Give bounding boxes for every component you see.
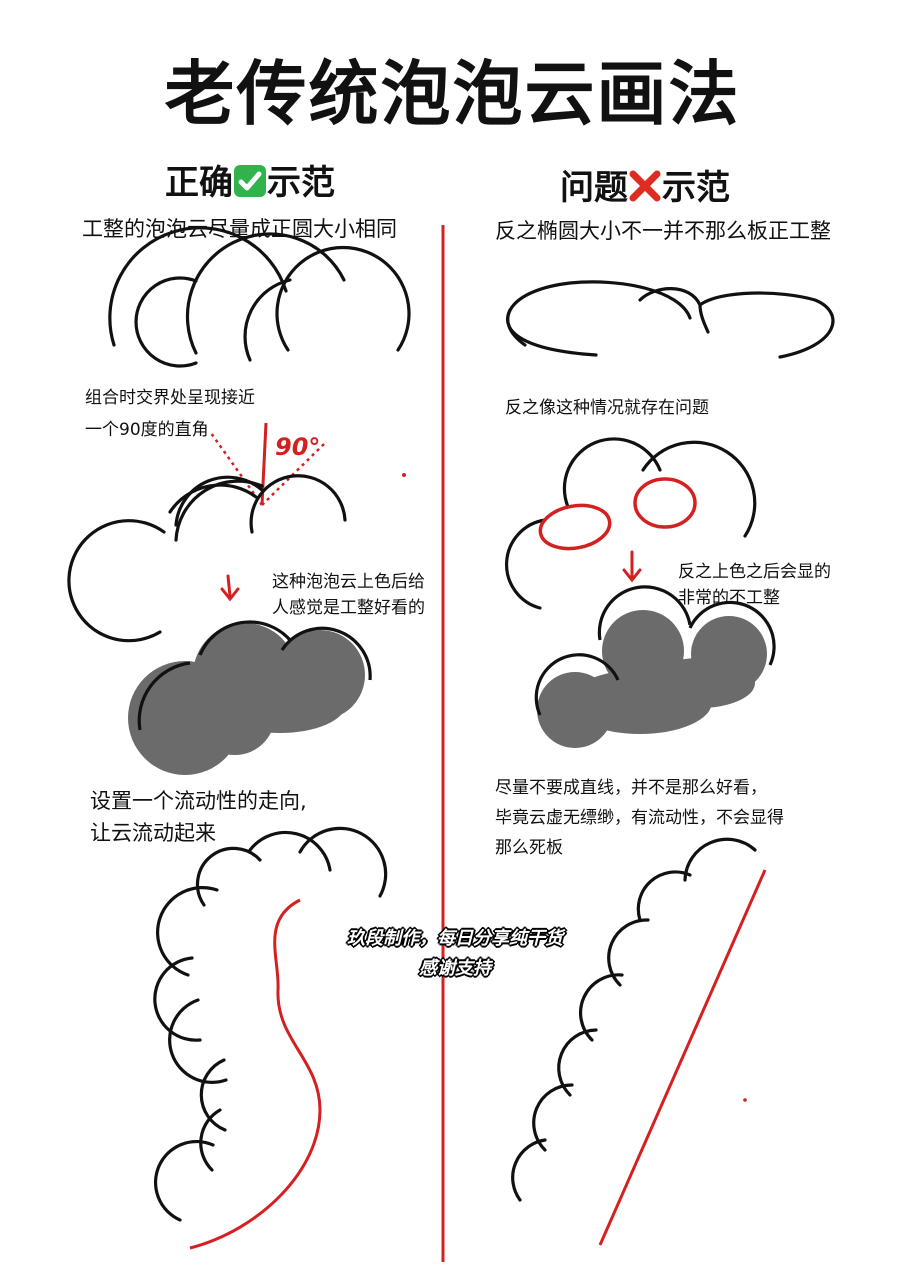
right-note-4-line2: 毕竟云虚无缥缈，有流动性，不会显得: [495, 808, 784, 828]
cross-mark-icon: [628, 169, 662, 212]
page-title: 老传统泡泡云画法: [164, 53, 741, 135]
right-note-1: 反之椭圆大小不一并不那么板正工整: [495, 219, 831, 243]
left-note-3-line2: 人感觉是工整好看的: [272, 598, 425, 618]
right-header-suffix: 示范: [662, 168, 730, 208]
down-arrow-icon: [622, 550, 642, 583]
left-note-2-line2: 一个90度的直角: [85, 420, 209, 440]
check-mark-icon: [233, 164, 267, 207]
right-angle-illustration: 90°: [209, 422, 406, 506]
left-filled-cloud: [128, 620, 372, 775]
angle-label: 90°: [275, 433, 320, 461]
problem-highlight-rings: [538, 477, 697, 551]
right-oval-clouds: [506, 280, 835, 359]
watermark-line2: 感谢支持: [419, 958, 491, 979]
left-round-clouds: [108, 226, 411, 368]
right-note-3-line1: 反之上色之后会显的: [678, 562, 831, 582]
down-arrow-icon: [220, 574, 240, 602]
right-note-3-line2: 非常的不工整: [678, 588, 780, 608]
right-straight-guide-line: [598, 869, 767, 1246]
watermark-line1: 玖段制作，每日分享纯干货: [347, 928, 563, 949]
left-flowing-cloud-chain: [153, 826, 388, 1222]
left-note-3-line1: 这种泡泡云上色后给: [272, 572, 425, 592]
right-straight-cloud-chain: [511, 837, 757, 1202]
right-filled-cloud: [534, 585, 776, 748]
left-column-header: 正确示范: [165, 155, 335, 207]
right-note-4-line1: 尽量不要成直线，并不是那么好看，: [495, 778, 767, 798]
right-header-text: 问题: [560, 168, 628, 208]
watermark: 玖段制作，每日分享纯干货 感谢支持: [305, 924, 605, 984]
left-flow-guide-curve: [189, 898, 322, 1250]
left-bubble-cluster-outline: [67, 474, 347, 643]
right-column-header: 问题示范: [560, 160, 730, 212]
left-note-4-line1: 设置一个流动性的走向,: [90, 789, 307, 813]
left-note-2-line1: 组合时交界处呈现接近: [85, 388, 255, 408]
left-note-1: 工整的泡泡云尽量成正圆大小相同: [82, 217, 397, 241]
right-note-4-line3: 那么死板: [495, 838, 563, 858]
left-note-4-line2: 让云流动起来: [90, 821, 216, 845]
right-bubble-cluster-outline: [504, 437, 757, 610]
right-note-2: 反之像这种情况就存在问题: [505, 398, 709, 418]
left-header-text: 正确: [165, 163, 233, 203]
left-header-suffix: 示范: [267, 163, 335, 203]
